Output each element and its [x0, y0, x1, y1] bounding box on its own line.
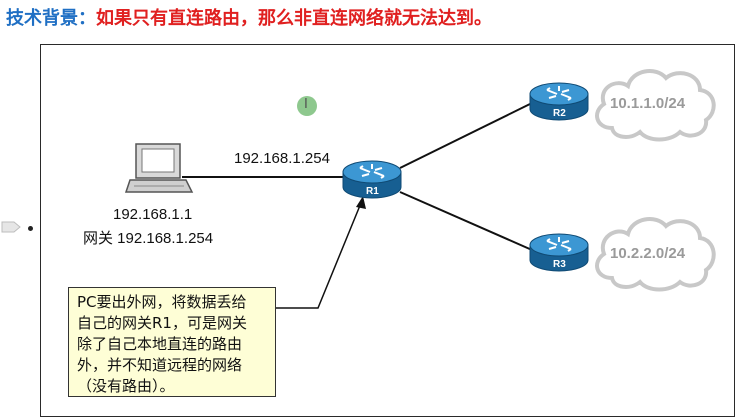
router-r2-label: R2: [553, 108, 566, 119]
pc-gateway-label: 网关 192.168.1.254: [83, 230, 214, 247]
heading-label: 技术背景：: [6, 8, 96, 29]
note-line: 自己的网关R1，可是网关: [77, 314, 247, 332]
cloud-top-label: 10.1.1.0/24: [610, 95, 686, 112]
link-ip-label: 192.168.1.254: [234, 150, 330, 167]
pc-icon: [124, 143, 194, 193]
mouse-cursor-icon: I: [297, 96, 317, 116]
cloud-bottom-icon: [595, 217, 716, 292]
bullet-dot: [28, 226, 33, 231]
slide-heading: 技术背景：如果只有直连路由，那么非直连网络就无法达到。: [6, 4, 492, 30]
cloud-bottom-label: 10.2.2.0/24: [610, 245, 686, 262]
router-r1-icon: [342, 160, 402, 199]
router-r3-label: R3: [553, 259, 566, 270]
link-r1-r2: [399, 102, 533, 169]
router-r2-icon: [529, 82, 589, 121]
router-r3-icon: [529, 233, 589, 272]
note-line: 除了自己本地直连的路由: [77, 335, 243, 353]
note-line: 外，并不知道远程的网络: [77, 356, 243, 374]
note-pointer: [276, 202, 362, 309]
heading-text: 如果只有直连路由，那么非直连网络就无法达到。: [96, 8, 492, 29]
slide-nav-arrow-icon[interactable]: [0, 220, 22, 234]
note-line: PC要出外网，将数据丢给: [77, 293, 247, 311]
callout-note: PC要出外网，将数据丢给 自己的网关R1，可是网关 除了自己本地直连的路由 外，…: [68, 287, 276, 397]
router-r1-label: R1: [366, 186, 379, 197]
note-line: （没有路由）。: [77, 377, 175, 395]
link-r1-r3: [399, 191, 533, 251]
note-pointer-arrowhead: [356, 196, 366, 209]
pc-ip-label: 192.168.1.1: [113, 206, 193, 223]
cloud-top-icon: [595, 69, 716, 142]
